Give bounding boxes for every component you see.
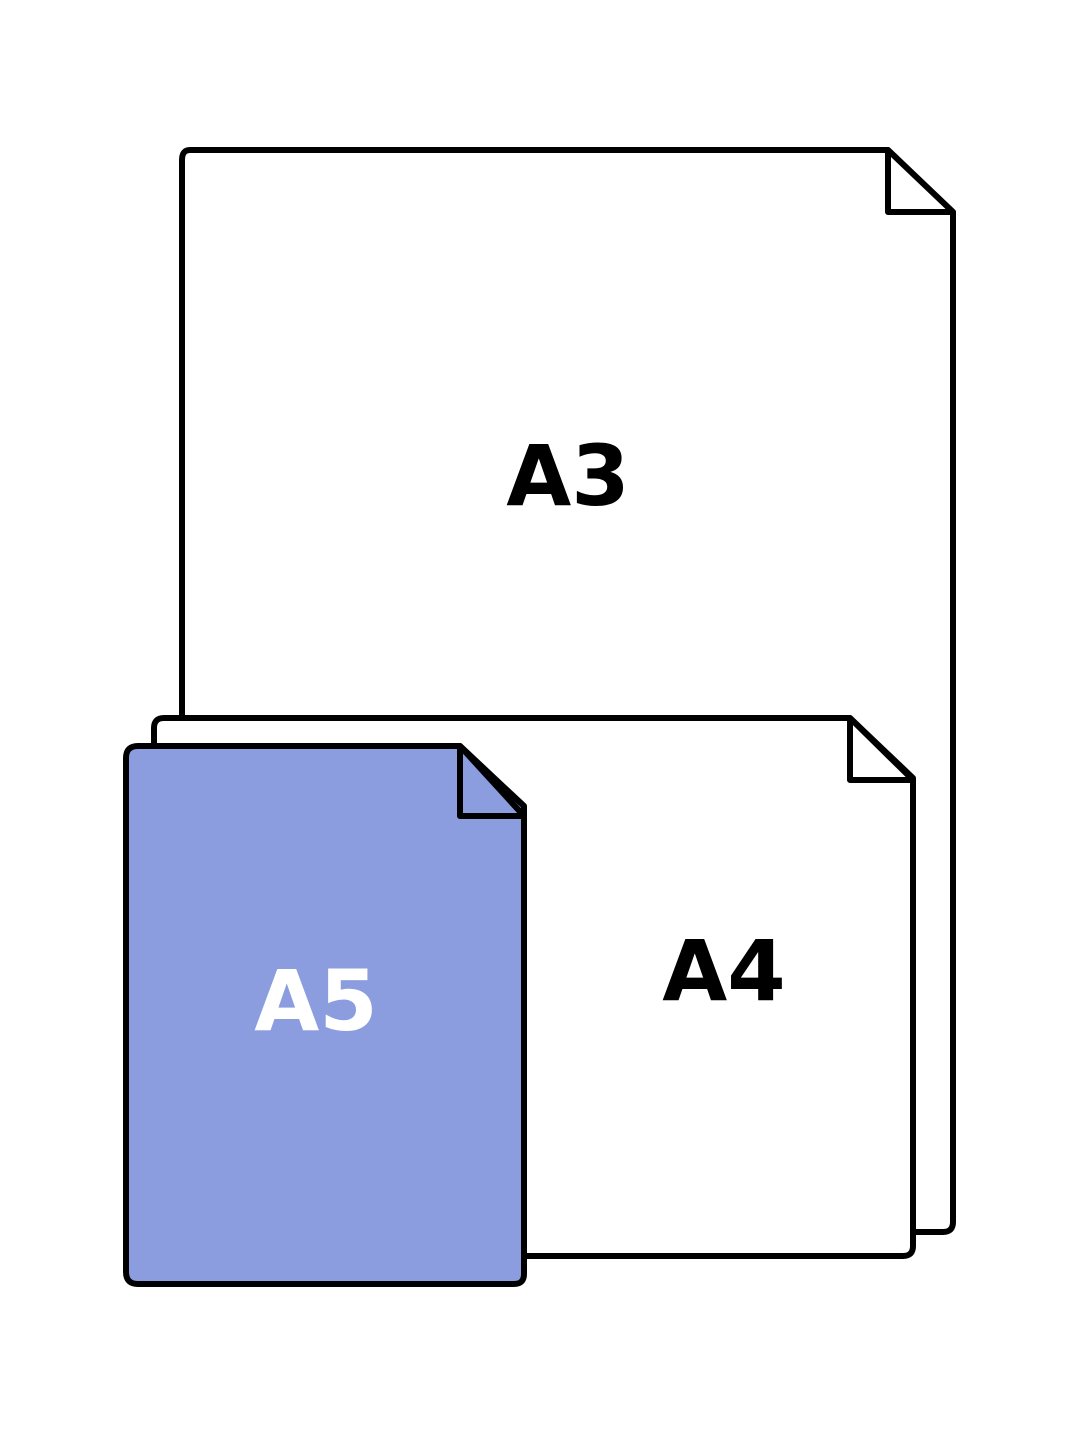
sheet-a4-fold-corner [847,715,916,783]
sheet-a5-label: A5 [254,952,377,1050]
sheet-a3-fold-corner [885,147,956,215]
sheet-a4-label: A4 [662,922,785,1020]
sheet-a5-body [123,743,527,1287]
sheet-a3-label: A3 [506,427,629,525]
sheet-a5-fold-corner [457,743,527,819]
sheet-a5: A5 [123,743,527,1287]
